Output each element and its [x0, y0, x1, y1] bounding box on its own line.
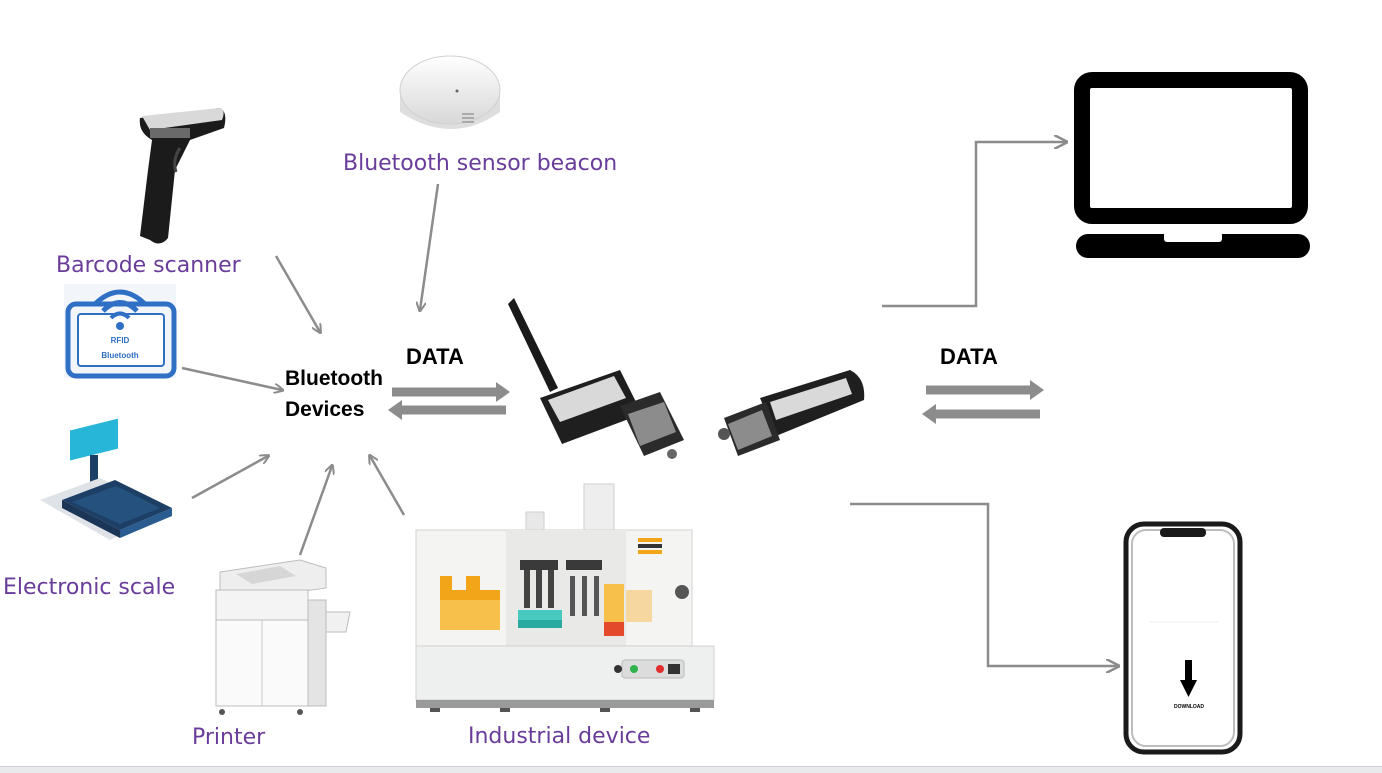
download-text: DOWNLOAD: [1174, 704, 1204, 710]
printer-icon: [215, 559, 351, 715]
smartphone-icon: DOWNLOAD: [1123, 521, 1243, 755]
bluetooth-devices-label-line1: Bluetooth: [285, 367, 383, 390]
arrow-scale-to-devices: [191, 456, 268, 500]
sensor-beacon-icon: [399, 55, 501, 129]
arrow-barcode-to-devices: [274, 255, 320, 332]
bluetooth-devices-label-line2: Devices: [285, 398, 364, 421]
arrow-to-laptop: [882, 142, 1066, 308]
rfid-bluetooth-text: Bluetooth: [101, 351, 138, 360]
bottom-border-strip: [0, 766, 1382, 773]
data-label-left: DATA: [406, 344, 464, 369]
electronic-scale-label: Electronic scale: [3, 575, 175, 600]
barcode-scanner-icon: [139, 108, 226, 244]
data-arrows-left: [388, 382, 510, 420]
device-connection-arrows: [181, 183, 440, 556]
printer-label: Printer: [192, 725, 266, 750]
rfid-bluetooth-icon: RFID Bluetooth: [64, 284, 177, 379]
arrow-printer-to-devices: [298, 466, 332, 556]
industrial-device-label: Industrial device: [468, 724, 650, 749]
arrow-to-smartphone: [850, 502, 1118, 666]
output-connectors: [850, 142, 1118, 666]
laptop-icon: [1074, 72, 1310, 258]
data-arrows-right: [922, 380, 1044, 424]
arrow-beacon-to-devices: [420, 183, 440, 310]
rfid-label: RFID: [111, 336, 130, 345]
sensor-beacon-label: Bluetooth sensor beacon: [343, 151, 617, 176]
download-arrow-icon: [1185, 660, 1192, 682]
bluetooth-adapter-icon: [508, 298, 865, 459]
barcode-scanner-label: Barcode scanner: [56, 253, 242, 278]
arrow-rfid-to-devices: [181, 366, 282, 390]
industrial-device-icon: [415, 483, 715, 712]
arrow-industrial-to-devices: [370, 456, 406, 516]
data-label-right: DATA: [940, 344, 998, 369]
electronic-scale-icon: [40, 418, 172, 540]
